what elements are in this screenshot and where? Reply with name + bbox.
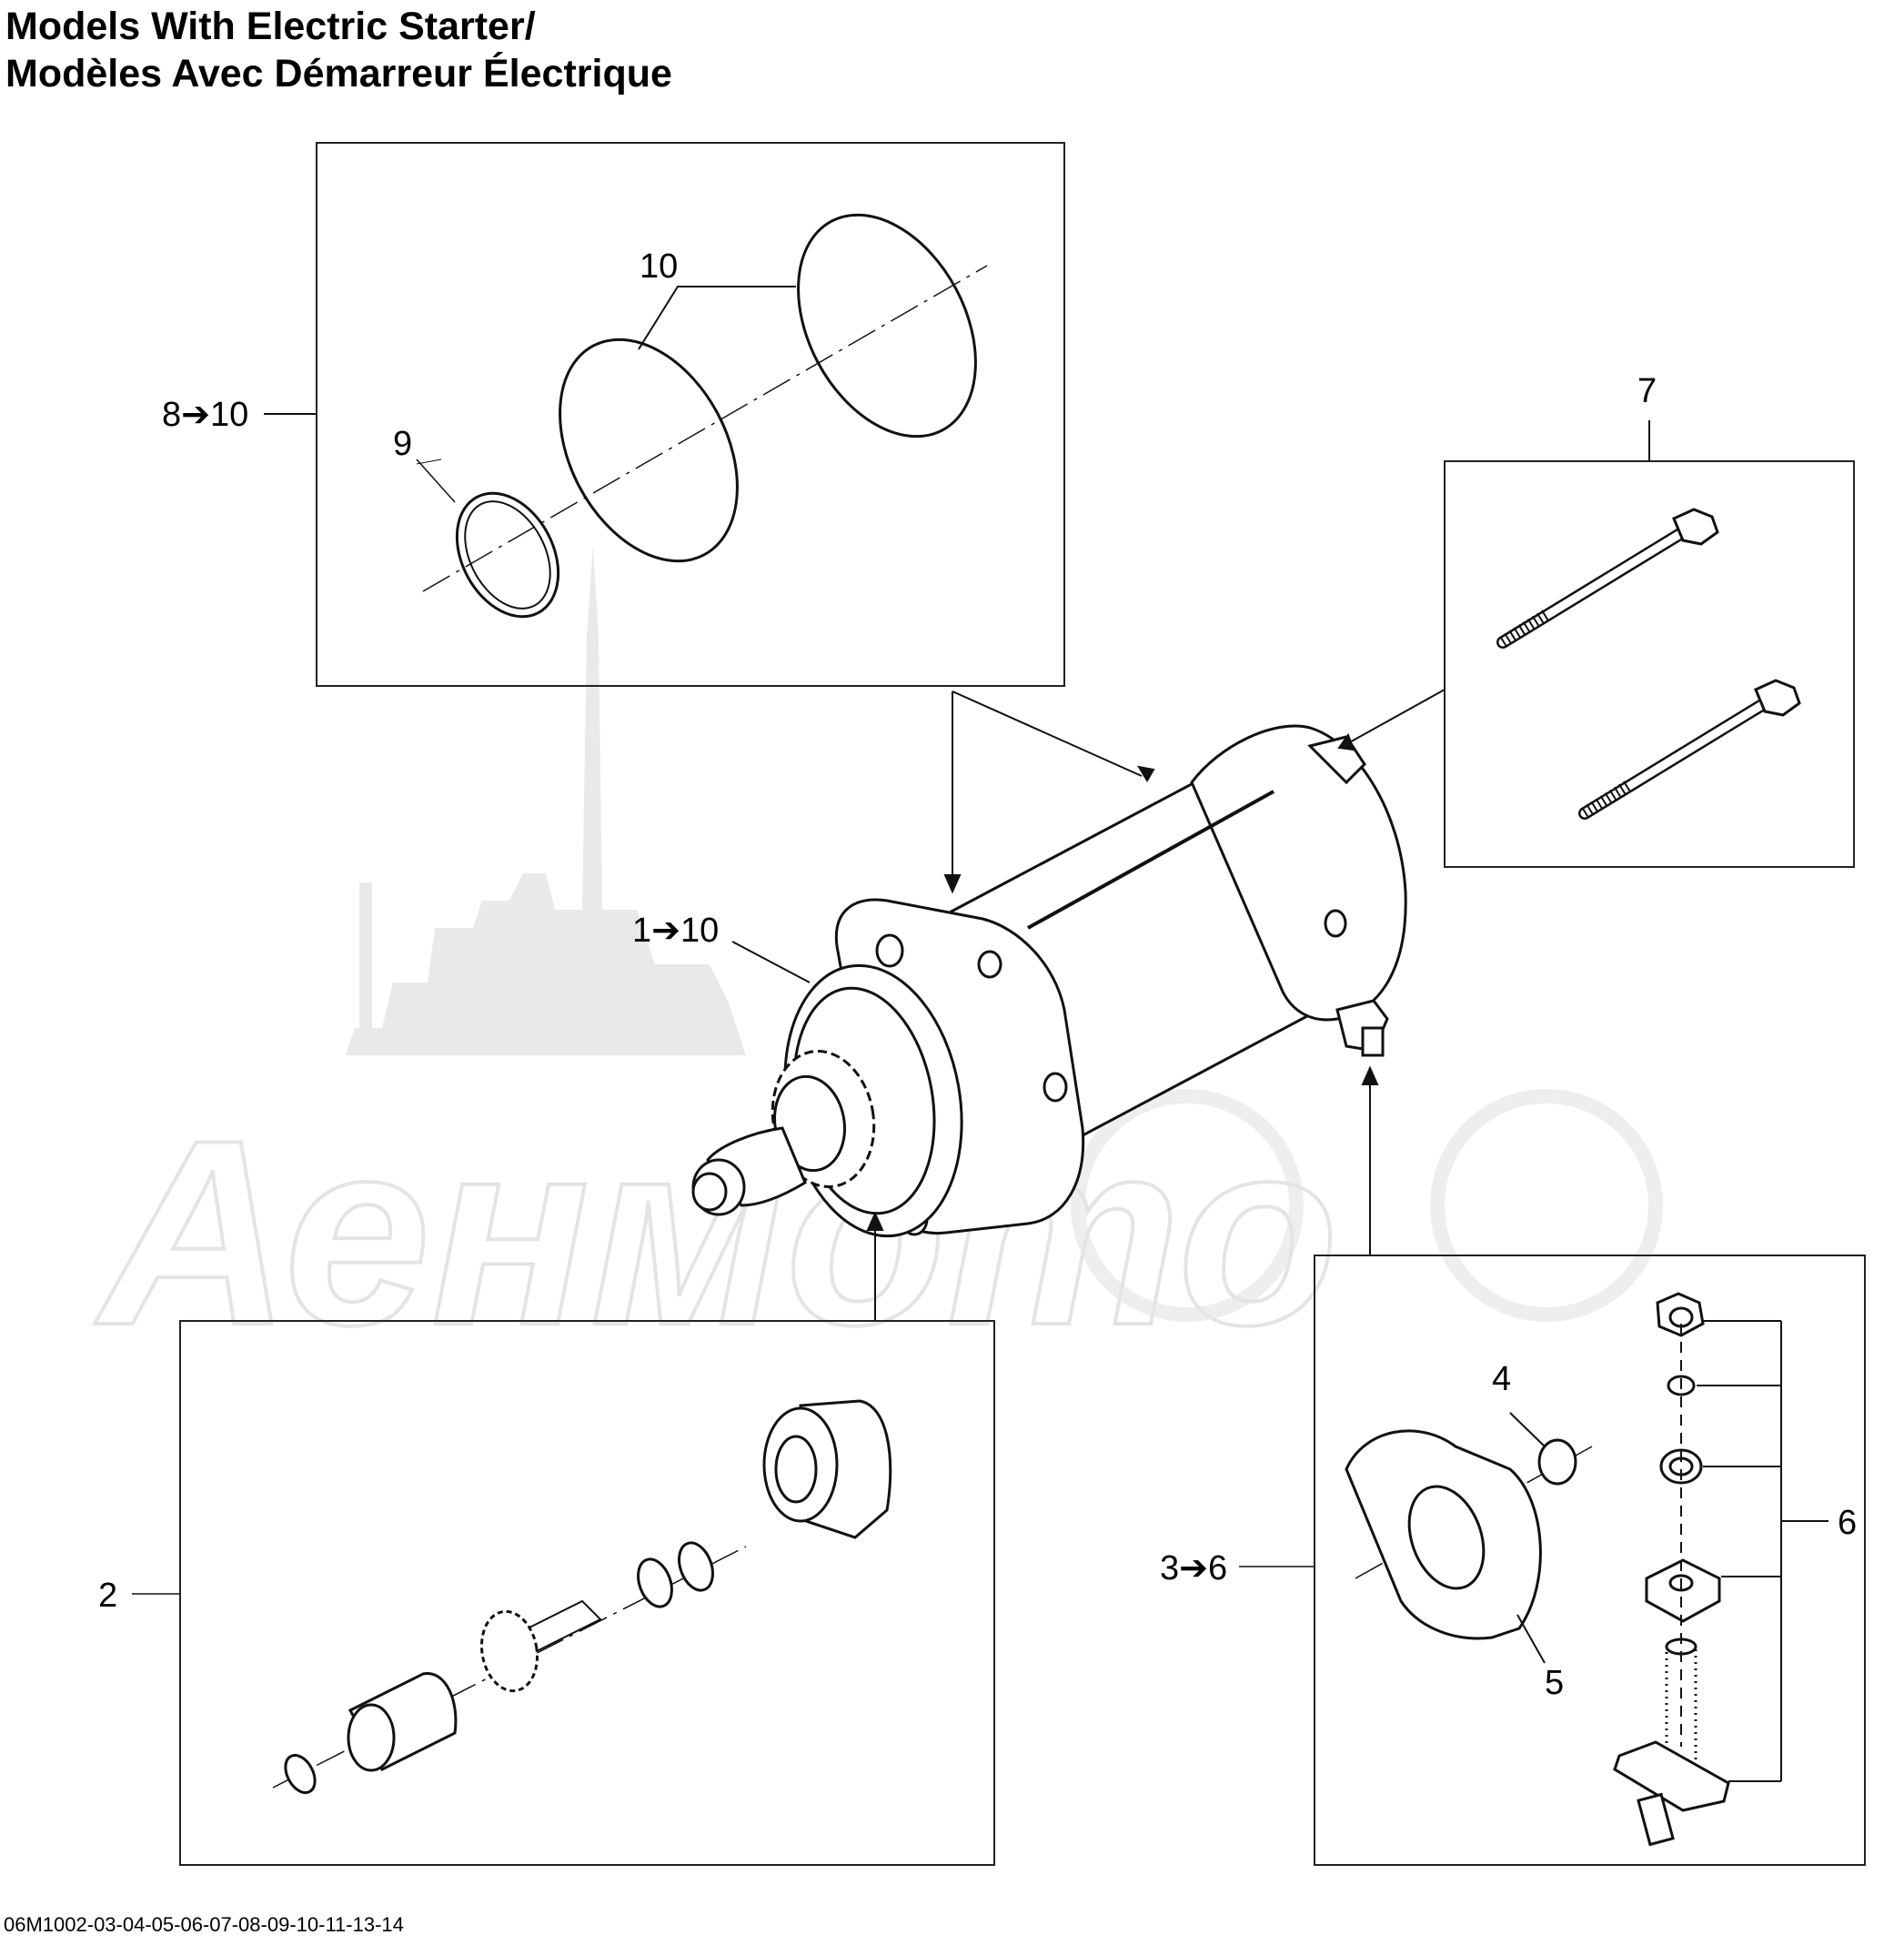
watermark-wheel-shape: [1071, 1089, 1304, 1322]
leader-10: [638, 286, 796, 350]
leader-6-bracket: [1509, 1320, 1828, 1782]
o-ring-10-front: [559, 338, 739, 563]
brush-holder: [1613, 1740, 1730, 1812]
callout-7: 7: [1637, 372, 1657, 410]
long-bolt-7-lower: [1578, 679, 1801, 820]
callout-5: 5: [1545, 1664, 1564, 1702]
seal-ring-9: [455, 491, 560, 619]
callout-8-10: 8➔10: [162, 396, 248, 434]
carbon-brush: [1637, 1792, 1675, 1847]
return-spring-coil: [479, 1609, 539, 1693]
starter-motor-assembly: [691, 724, 1407, 1238]
axis-line: [422, 265, 988, 592]
callout-9: 9: [393, 425, 412, 463]
o-ring-10-rear: [797, 213, 977, 438]
callout-10: 10: [640, 247, 678, 286]
watermark-skyline-shape: [346, 546, 746, 1055]
stop-collar-face: [347, 1703, 396, 1772]
diagram-reference-code: 06M1002-03-04-05-06-07-08-09-10-11-13-14: [4, 1913, 404, 1936]
kit-box-7: [1444, 460, 1855, 868]
assembly-arrows: [731, 689, 1446, 1321]
leader-9: [416, 459, 456, 503]
pinion-gear-bore: [774, 1435, 818, 1504]
page-title-fr: Modèles Avec Démarreur Électrique: [5, 52, 672, 96]
brush-plate-bore: [1407, 1485, 1486, 1590]
callout-3-6: 3➔6: [1160, 1549, 1227, 1587]
watermark-wheel-shape: [1430, 1089, 1663, 1322]
thrust-washer: [678, 1541, 714, 1592]
seal-ring-9-inner: [464, 500, 551, 610]
watermark-flagpole-shape: [359, 882, 372, 1055]
long-bolt-7-upper: [1496, 508, 1719, 649]
watermark: Аенмото: [90, 546, 1663, 1382]
kit-box-2: [179, 1320, 995, 1866]
callout-2: 2: [98, 1577, 117, 1615]
callout-1-10: 1➔10: [632, 912, 719, 950]
watermark-text: Аенмото: [92, 1085, 1339, 1380]
page-title-en: Models With Electric Starter/: [5, 5, 536, 48]
callout-6: 6: [1838, 1504, 1857, 1542]
o-ring-4: [1537, 1438, 1577, 1486]
callout-4: 4: [1492, 1360, 1511, 1398]
kit-box-8-10: [316, 142, 1065, 687]
kit-box-3-6: [1314, 1255, 1866, 1866]
thrust-washer: [637, 1557, 673, 1608]
circlip: [284, 1753, 317, 1795]
